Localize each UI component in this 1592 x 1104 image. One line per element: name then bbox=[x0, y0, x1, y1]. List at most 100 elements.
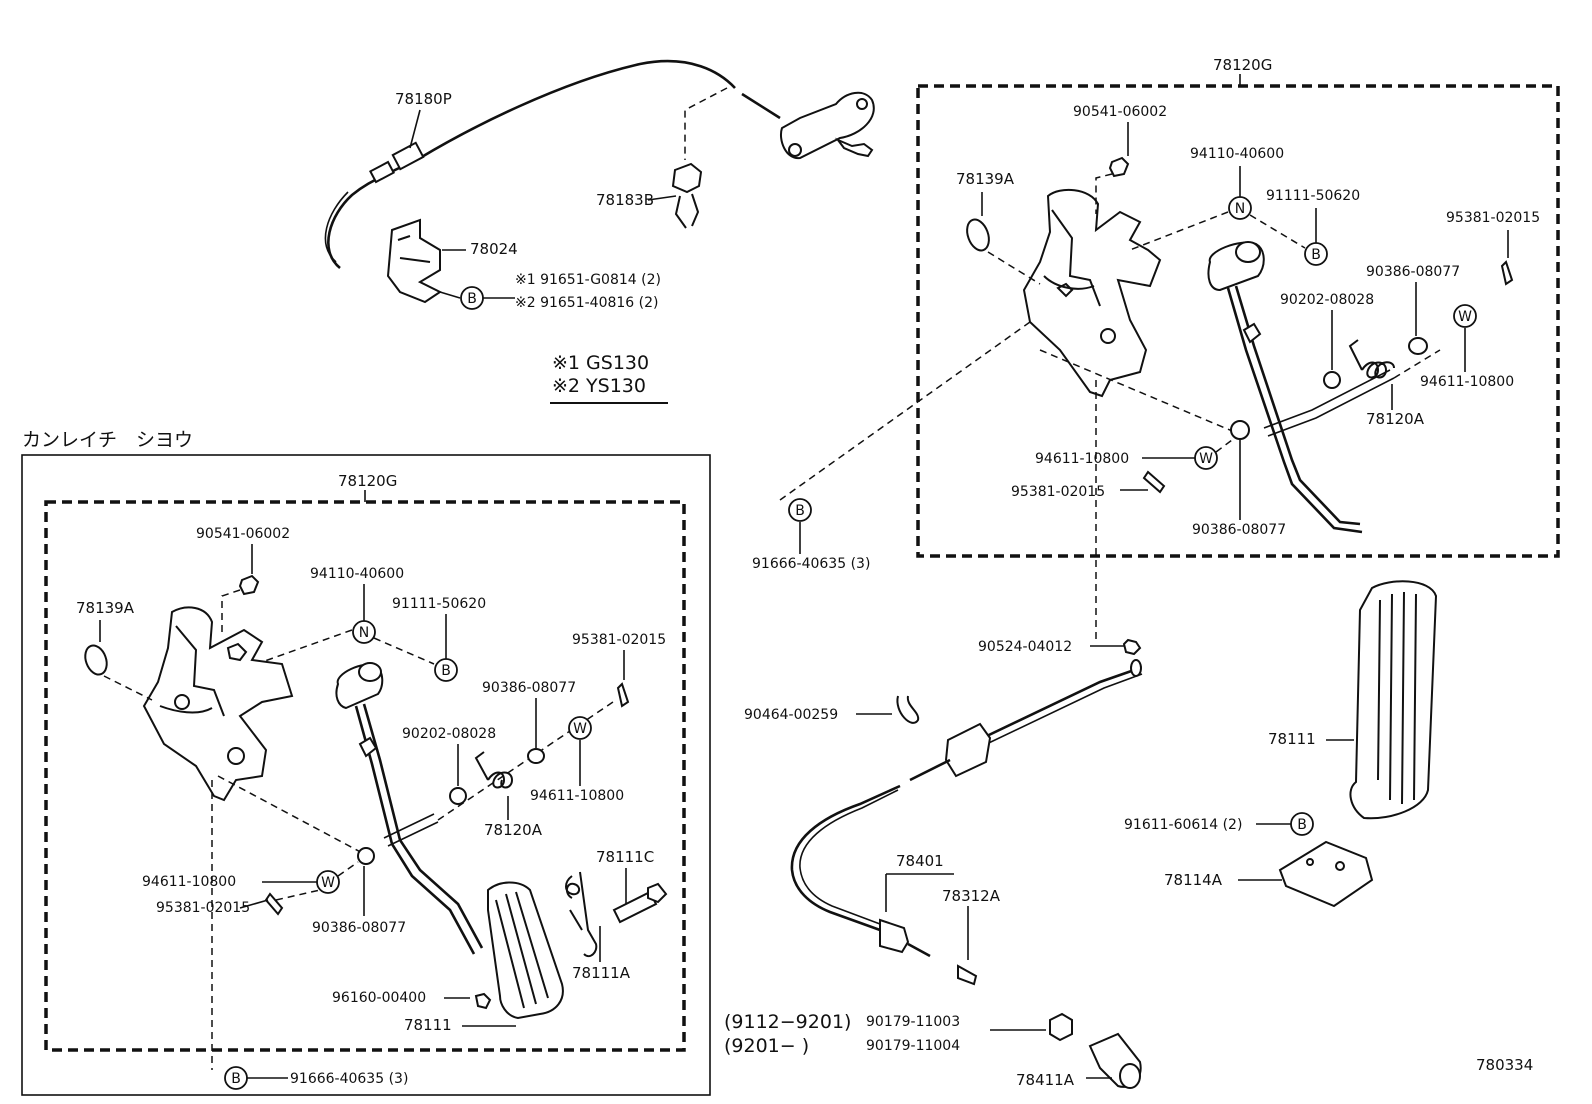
pedal-pad-78111-drawing bbox=[1349, 580, 1438, 820]
label-right-78120a: 78120A bbox=[1366, 410, 1425, 428]
label-78024: 78024 bbox=[470, 240, 518, 258]
right-washer-90202 bbox=[1323, 371, 1341, 389]
label-left-90202: 90202-08028 bbox=[402, 726, 496, 742]
left-bushing-78139a bbox=[84, 644, 108, 676]
left-clip-96160 bbox=[474, 992, 492, 1010]
label-left-91666: 91666-40635 (3) bbox=[290, 1071, 408, 1087]
label-91651-g0814: ※1 91651-G0814 (2) bbox=[515, 272, 661, 288]
left-washer-symbol-label: W bbox=[573, 721, 587, 737]
nut-90179 bbox=[1049, 1012, 1073, 1042]
right-bush-90386b bbox=[1230, 420, 1250, 440]
right-bushing-78139a bbox=[966, 218, 990, 252]
left-shaft bbox=[387, 821, 439, 847]
left-assembly-box bbox=[44, 500, 686, 1052]
right-pedal-arm-drawing bbox=[1022, 188, 1162, 398]
label-right-90202: 90202-08028 bbox=[1280, 292, 1374, 308]
left-pin-95381a bbox=[616, 682, 630, 708]
label-left-94110: 94110-40600 bbox=[310, 566, 404, 582]
label-78411a: 78411A bbox=[1016, 1071, 1075, 1089]
mid-bolt-symbol-label: B bbox=[795, 503, 805, 519]
label-right-94110: 94110-40600 bbox=[1190, 146, 1284, 162]
left-stopper-78111c-drawing bbox=[612, 882, 668, 924]
label-right-91111: 91111-50620 bbox=[1266, 188, 1360, 204]
label-left-94611a: 94611-10800 bbox=[530, 788, 624, 804]
label-91611: 91611-60614 (2) bbox=[1124, 817, 1242, 833]
left-bolt-symbol-label: B bbox=[441, 663, 451, 679]
label-78312a: 78312A bbox=[942, 887, 1001, 905]
label-78401: 78401 bbox=[896, 852, 944, 870]
right-spring-78120a bbox=[1348, 339, 1395, 379]
label-left-78139a: 78139A bbox=[76, 599, 135, 617]
label-90464: 90464-00259 bbox=[744, 707, 838, 723]
bracket-78114a-drawing bbox=[1278, 840, 1374, 908]
label-range-1: (9112−9201) bbox=[724, 1011, 851, 1033]
right-bush-90386 bbox=[1408, 337, 1428, 355]
variant-note-line1: ※1 GS130 bbox=[552, 352, 649, 374]
left-spring-78111a-drawing bbox=[565, 871, 598, 958]
right-pedal-lever-drawing bbox=[1207, 241, 1363, 534]
label-right-94611a: 94611-10800 bbox=[1420, 374, 1514, 390]
cold-region-outer-box bbox=[21, 454, 711, 1096]
label-left-assembly: 78120G bbox=[338, 472, 397, 490]
right-washer-symbol bbox=[1453, 304, 1477, 328]
left-pin-95381b bbox=[264, 892, 284, 916]
label-90179-11004: 90179-11004 bbox=[866, 1038, 960, 1054]
right-bolt-symbol-label: B bbox=[1311, 247, 1321, 263]
right-pin-95381a bbox=[1500, 260, 1514, 286]
label-left-91111: 91111-50620 bbox=[392, 596, 486, 612]
clip-90524 bbox=[1122, 638, 1142, 656]
left-bush-90386b bbox=[357, 847, 375, 865]
right-assembly-box bbox=[916, 84, 1560, 558]
variant-note-line2: ※2 YS130 bbox=[552, 375, 646, 397]
right-nut-symbol-label: N bbox=[1235, 201, 1245, 217]
label-left-95381b: 95381-02015 bbox=[156, 900, 250, 916]
label-left-94611b: 94611-10800 bbox=[142, 874, 236, 890]
label-right-94611b: 94611-10800 bbox=[1035, 451, 1129, 467]
right-washer-symbol-2-label: W bbox=[1199, 451, 1213, 467]
label-range-2: (9201− ) bbox=[724, 1035, 809, 1057]
label-90179-11003: 90179-11003 bbox=[866, 1014, 960, 1030]
mid-bolt-symbol bbox=[788, 498, 812, 522]
label-right-95381b: 95381-02015 bbox=[1011, 484, 1105, 500]
right-washer-symbol-label: W bbox=[1458, 309, 1472, 325]
label-right-90386a: 90386-08077 bbox=[1366, 264, 1460, 280]
label-left-90386a: 90386-08077 bbox=[482, 680, 576, 696]
label-right-90386b: 90386-08077 bbox=[1192, 522, 1286, 538]
left-bottom-bolt-symbol-label: B bbox=[231, 1071, 241, 1087]
right-shaft bbox=[1267, 377, 1395, 437]
left-washer-90202 bbox=[449, 787, 467, 805]
left-nut-symbol-label: N bbox=[359, 625, 369, 641]
bracket-78024-drawing bbox=[386, 218, 442, 304]
label-90524: 90524-04012 bbox=[978, 639, 1072, 655]
label-right-78139a: 78139A bbox=[956, 170, 1015, 188]
bolt-symbol-label: B bbox=[467, 291, 477, 307]
left-bolt-90541 bbox=[238, 574, 260, 596]
right-pin-95381b bbox=[1142, 470, 1166, 494]
label-78180p: 78180P bbox=[395, 90, 452, 108]
left-pedal-lever-drawing bbox=[335, 662, 484, 955]
clamp-78183b-drawing bbox=[671, 162, 703, 229]
label-right-assembly: 78120G bbox=[1213, 56, 1272, 74]
pad-bolt-symbol-label: B bbox=[1297, 817, 1307, 833]
label-right-90541: 90541-06002 bbox=[1073, 104, 1167, 120]
label-left-95381a: 95381-02015 bbox=[572, 632, 666, 648]
cable-78401-drawing bbox=[790, 659, 1143, 986]
left-washer-symbol-2-label: W bbox=[321, 875, 335, 891]
left-pedal-pad-drawing bbox=[487, 881, 564, 1020]
label-left-78111c: 78111C bbox=[596, 848, 654, 866]
label-left-90541: 90541-06002 bbox=[196, 526, 290, 542]
label-left-78111: 78111 bbox=[404, 1016, 452, 1034]
right-bolt-90541 bbox=[1095, 156, 1130, 214]
clamp-90464 bbox=[896, 695, 920, 724]
diagram-id: 780334 bbox=[1476, 1056, 1533, 1074]
cable-78180p-drawing bbox=[324, 59, 875, 270]
left-pedal-arm-drawing bbox=[142, 606, 294, 802]
label-left-78111a: 78111A bbox=[572, 964, 631, 982]
stopper-78411a-drawing bbox=[1088, 1032, 1142, 1089]
label-left-96160: 96160-00400 bbox=[332, 990, 426, 1006]
label-78114a: 78114A bbox=[1164, 871, 1223, 889]
label-right-95381a: 95381-02015 bbox=[1446, 210, 1540, 226]
label-left-90386b: 90386-08077 bbox=[312, 920, 406, 936]
